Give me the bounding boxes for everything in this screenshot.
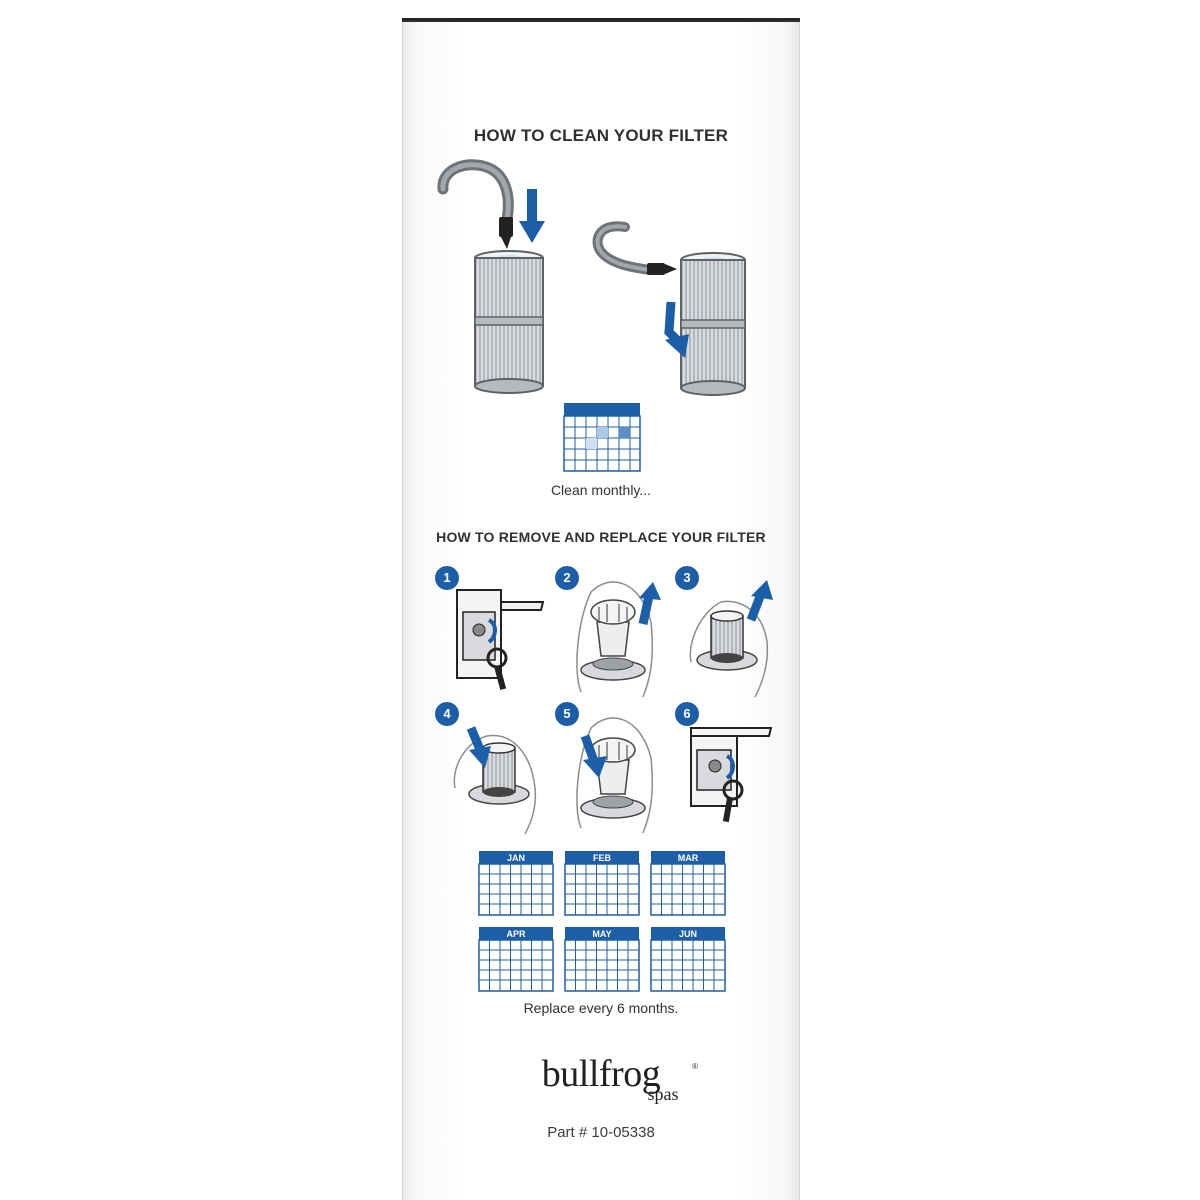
step-2-lift-canister-illustration [555, 566, 661, 698]
clean-monthly-calendar-icon [563, 403, 641, 472]
step-1-number: 1 [443, 570, 451, 585]
calendar-feb [564, 851, 640, 916]
replace-section-title: HOW TO REMOVE AND REPLACE YOUR FILTER [436, 529, 766, 545]
step-4-number: 4 [443, 706, 451, 721]
calendar-apr [478, 927, 554, 992]
brand-registered-mark: ® [692, 1062, 698, 1071]
month-label-feb: FEB [593, 853, 611, 863]
calendar-mar [650, 851, 726, 916]
replace-caption: Replace every 6 months. [523, 1000, 679, 1016]
calendar-may [564, 927, 640, 992]
clean-monthly-caption: Clean monthly... [550, 482, 652, 498]
filter-cleaning-side-illustration [592, 221, 746, 396]
brand-logo-name: bullfrog [541, 1053, 661, 1095]
part-number: Part # 10-05338 [547, 1124, 655, 1141]
month-label-mar: MAR [677, 853, 699, 863]
brand-logo-sub: spas [647, 1084, 679, 1104]
clean-section-title: HOW TO CLEAN YOUR FILTER [473, 126, 729, 145]
product-box-side: HOW TO CLEAN YOUR FILTER [402, 22, 800, 1200]
filter-cleaning-top-illustration [437, 159, 545, 394]
month-label-jan: JAN [506, 853, 525, 863]
step-1-open-lid-illustration [435, 566, 545, 690]
step-3-number: 3 [683, 570, 691, 585]
step-5-number: 5 [563, 706, 571, 721]
step-6-close-lid-illustration [675, 702, 773, 823]
step-6-number: 6 [683, 706, 691, 721]
month-label-jun: JUN [678, 929, 697, 939]
step-3-remove-filter-illustration [675, 566, 773, 698]
step-5-replace-canister-illustration [555, 702, 654, 834]
month-label-may: MAY [592, 929, 612, 939]
calendar-jun [650, 927, 726, 992]
step-4-insert-filter-illustration [435, 702, 537, 835]
calendar-jan [478, 851, 554, 916]
step-2-number: 2 [563, 570, 571, 585]
month-label-apr: APR [506, 929, 526, 939]
